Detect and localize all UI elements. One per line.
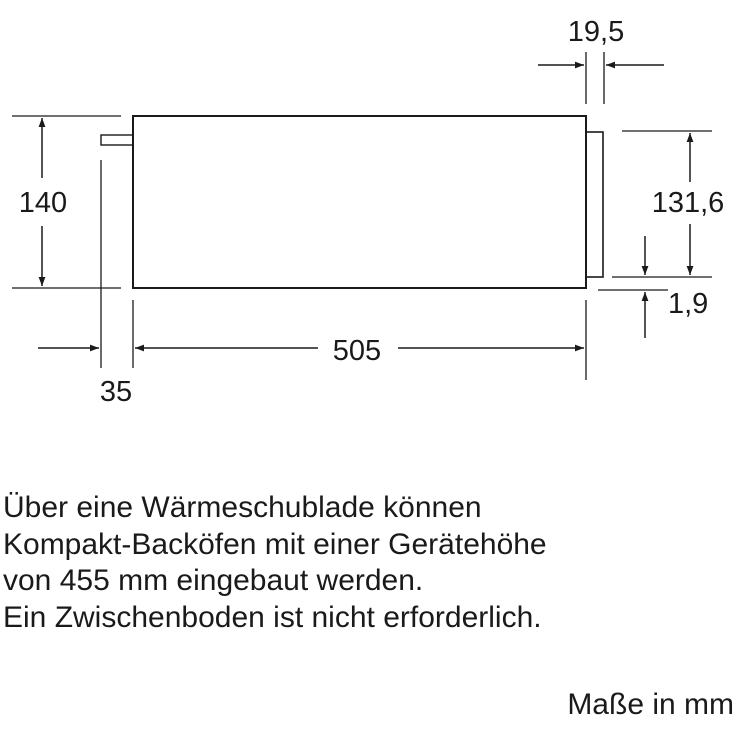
technical-drawing: 19,5 140 131,6 1,9 505 35	[12, 16, 724, 408]
label-gap-bottom: 1,9	[668, 288, 708, 320]
label-width-top: 19,5	[568, 16, 624, 48]
label-height-right: 131,6	[652, 187, 725, 219]
drawer-body	[100, 115, 604, 289]
label-front-offset: 35	[100, 376, 132, 408]
installation-note-line: von 455 mm eingebaut werden.	[3, 564, 424, 597]
installation-note-line: Kompakt-Backöfen mit einer Gerätehöhe	[3, 527, 547, 561]
drawer-front-panel	[585, 131, 604, 278]
dimension-arrows	[38, 61, 694, 352]
installation-note: Über eine Wärmeschublade können Kompakt-…	[3, 490, 733, 636]
drawer-box	[132, 115, 587, 289]
label-height-left: 140	[19, 187, 67, 219]
drawer-rear-pin	[100, 134, 134, 146]
installation-note-line: Ein Zwischenboden ist nicht erforderlich…	[3, 600, 542, 634]
extension-lines	[12, 52, 712, 380]
dimension-labels: 19,5 140 131,6 1,9 505 35	[19, 16, 724, 408]
label-depth: 505	[333, 335, 381, 367]
installation-note-line: Über eine Wärmeschublade können	[3, 491, 482, 524]
units-note: Maße in mm	[567, 688, 734, 721]
